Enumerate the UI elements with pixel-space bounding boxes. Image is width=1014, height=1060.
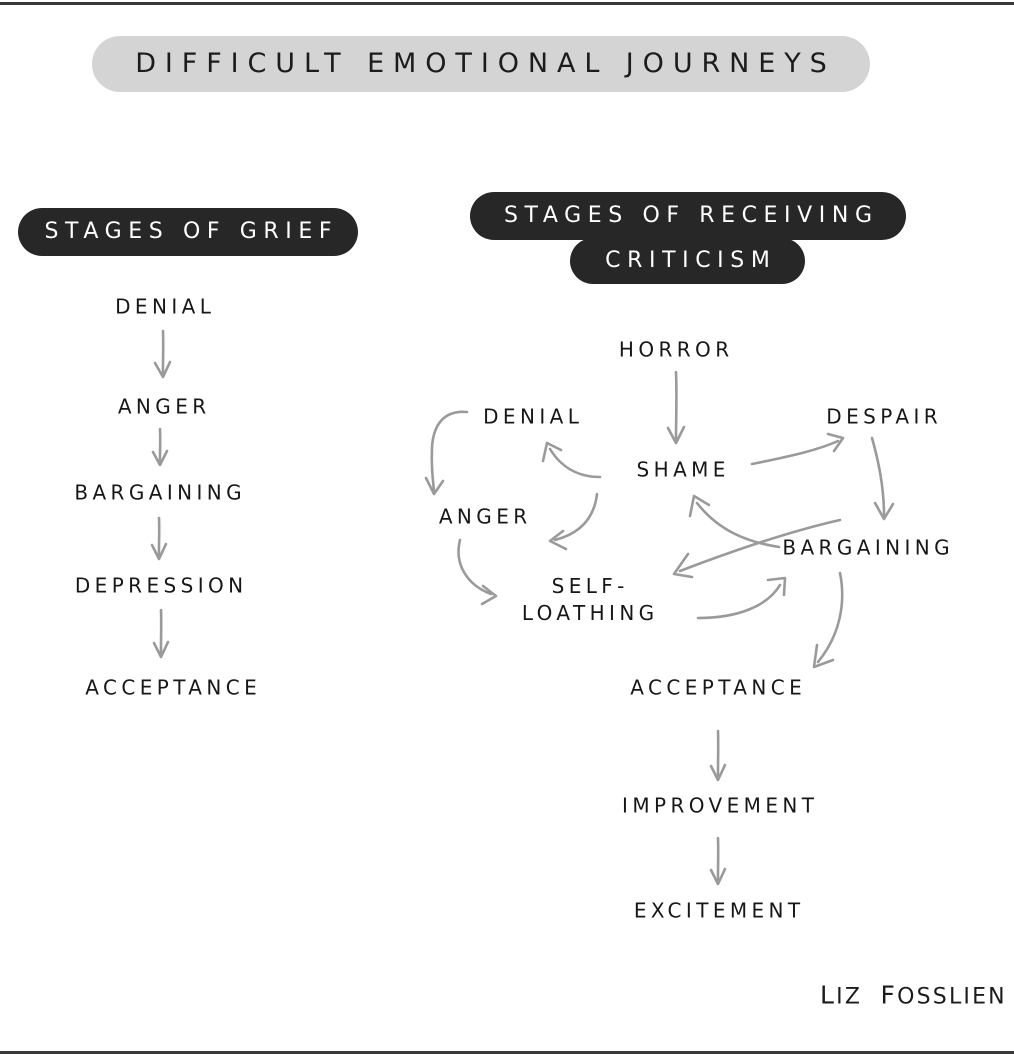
arrow-criticism-horror-to-shame: [666, 370, 686, 445]
arrow-criticism-bargaining-to-acceptance: [812, 571, 844, 669]
arrow-grief-bargaining-to-depression: [150, 516, 168, 561]
grief-node-anger: ANGER: [117, 394, 211, 419]
signature-second-rest: OSSLIEN: [897, 984, 1007, 1010]
arrow-criticism-acceptance-to-improvement: [709, 729, 727, 782]
criticism-node-horror: HORROR: [618, 337, 734, 362]
bottom-divider-rule: [0, 1051, 1014, 1054]
criticism-node-shame: SHAME: [636, 457, 730, 482]
arrow-criticism-shame-to-denial: [541, 441, 602, 479]
signature-first-initial: L: [820, 980, 837, 1010]
arrow-criticism-improvement-to-excitement: [709, 836, 727, 886]
top-divider-rule: [0, 2, 1014, 5]
grief-section-heading-pill: STAGES OF GRIEF: [18, 208, 358, 256]
arrow-grief-depression-to-acceptance: [152, 608, 170, 659]
criticism-node-self-loathing: SELF- LOATHING: [493, 573, 683, 627]
arrow-criticism-bargaining-to-shame: [688, 494, 781, 549]
arrow-criticism-despair-to-bargaining: [870, 436, 895, 521]
criticism-node-anger: ANGER: [438, 504, 532, 529]
criticism-node-self-loathing-line2: LOATHING: [521, 601, 659, 625]
criticism-node-bargaining: BARGAINING: [782, 535, 955, 560]
criticism-section-heading-pill-line2: CRITICISM: [570, 238, 805, 284]
arrow-grief-denial-to-anger: [153, 329, 172, 379]
signature-first-rest: IZ: [836, 984, 863, 1010]
grief-section-heading: STAGES OF GRIEF: [44, 219, 339, 245]
criticism-node-acceptance: ACCEPTANCE: [630, 675, 807, 700]
criticism-node-excitement: EXCITEMENT: [633, 898, 805, 923]
arrow-criticism-denial-to-anger: [424, 410, 469, 496]
criticism-node-self-loathing-line1: SELF-: [551, 574, 629, 598]
page-title: DIFFICULT EMOTIONAL JOURNEYS: [135, 47, 836, 79]
page-title-pill: DIFFICULT EMOTIONAL JOURNEYS: [92, 36, 870, 92]
grief-node-denial: DENIAL: [115, 294, 216, 319]
grief-node-acceptance: ACCEPTANCE: [85, 675, 262, 700]
arrow-criticism-shame-to-despair: [750, 432, 845, 466]
criticism-section-heading-line1: STAGES OF RECEIVING: [503, 203, 879, 229]
arrow-criticism-self-loathing-to-bargaining: [696, 576, 787, 620]
artist-signature: LIZ FOSSLIEN: [820, 981, 1007, 1010]
criticism-section-heading-line2: CRITICISM: [605, 248, 777, 274]
criticism-node-denial: DENIAL: [483, 404, 584, 429]
grief-node-bargaining: BARGAINING: [74, 480, 247, 505]
arrow-grief-anger-to-bargaining: [151, 427, 169, 467]
criticism-node-despair: DESPAIR: [826, 404, 943, 429]
criticism-node-improvement: IMPROVEMENT: [622, 793, 819, 818]
grief-node-depression: DEPRESSION: [74, 573, 248, 598]
signature-second-initial: F: [880, 980, 898, 1010]
arrow-criticism-anger-to-self-loathing: [457, 538, 498, 606]
arrow-criticism-shame-to-anger: [548, 492, 599, 551]
criticism-section-heading-pill-line1: STAGES OF RECEIVING: [470, 192, 906, 240]
